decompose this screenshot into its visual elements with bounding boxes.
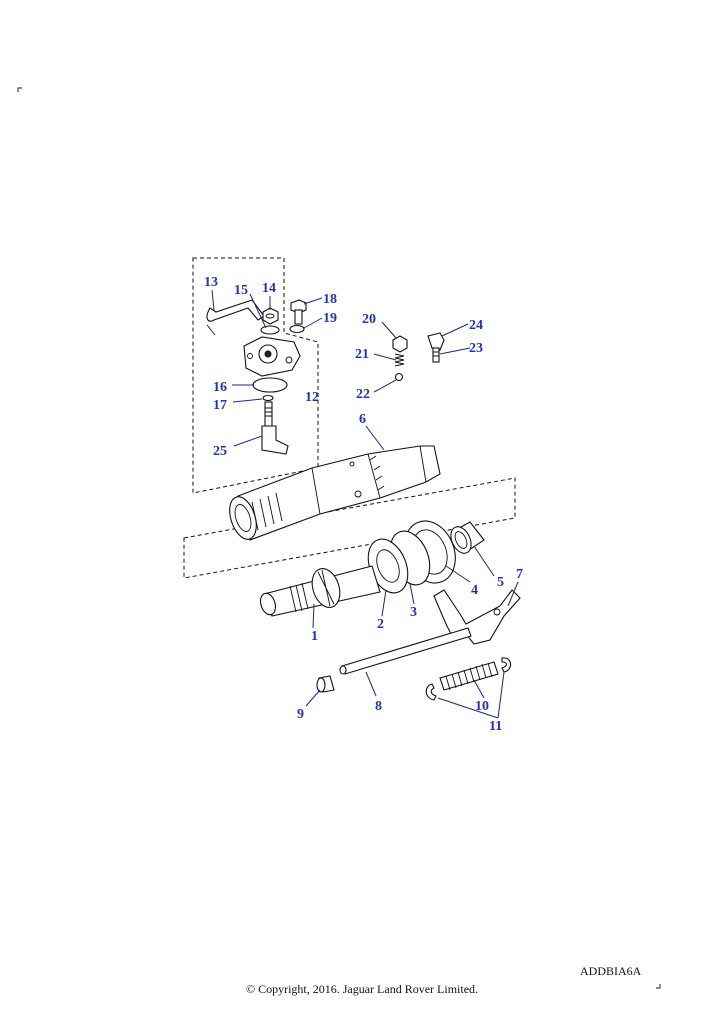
bush-part xyxy=(316,675,335,693)
callout-23: 23 xyxy=(469,341,483,356)
corner-mark-top-left xyxy=(17,87,22,92)
plug-part xyxy=(392,335,408,353)
callout-18: 18 xyxy=(323,292,337,307)
callout-19: 19 xyxy=(323,311,337,326)
callout-10: 10 xyxy=(475,699,489,714)
selector-shaft-part xyxy=(261,401,289,455)
output-shaft-part xyxy=(259,565,381,617)
callout-21: 21 xyxy=(355,347,369,362)
callout-13: 13 xyxy=(204,275,218,290)
selector-rod-part xyxy=(206,299,265,336)
callout-8: 8 xyxy=(375,699,382,714)
circlip-right-part xyxy=(501,657,512,673)
needle-bearing-part xyxy=(450,521,485,554)
selector-housing-part xyxy=(243,336,301,377)
subassembly-boundary-lower xyxy=(183,477,516,579)
shaft-tube-part xyxy=(229,445,441,541)
callout-22: 22 xyxy=(356,387,370,402)
spring-part xyxy=(394,353,405,367)
copyright-notice: © Copyright, 2016. Jaguar Land Rover Lim… xyxy=(245,982,479,996)
callout-16: 16 xyxy=(213,380,227,395)
callout-25: 25 xyxy=(213,444,227,459)
callout-5: 5 xyxy=(497,575,504,590)
leader-lines xyxy=(211,289,519,719)
callout-6: 6 xyxy=(359,412,366,427)
callout-3: 3 xyxy=(410,605,417,620)
callout-14: 14 xyxy=(262,281,276,296)
o-ring-part xyxy=(252,377,288,393)
callout-11: 11 xyxy=(489,719,502,734)
selector-shaft-rod-part xyxy=(339,627,472,675)
corner-mark-bottom-right xyxy=(656,984,661,989)
drawing-code: ADDBIA6A xyxy=(580,964,642,978)
callout-2: 2 xyxy=(377,617,384,632)
bolt-part xyxy=(290,299,307,325)
washer-part xyxy=(260,325,280,335)
callout-24: 24 xyxy=(469,318,483,333)
pin-part xyxy=(427,332,445,363)
detent-ball-part xyxy=(394,372,404,382)
callout-20: 20 xyxy=(362,312,376,327)
nut-part xyxy=(262,307,279,325)
circlip-left-part xyxy=(425,683,437,701)
subassembly-boundary-upper xyxy=(192,257,319,494)
seal-part xyxy=(262,394,274,402)
lock-washer-part xyxy=(289,324,305,334)
callout-15: 15 xyxy=(234,283,248,298)
fork-spring-part xyxy=(439,661,499,691)
callout-12: 12 xyxy=(305,390,319,405)
callout-4: 4 xyxy=(471,583,478,598)
callout-1: 1 xyxy=(311,629,318,644)
callout-7: 7 xyxy=(516,567,523,582)
callout-9: 9 xyxy=(297,707,304,722)
callout-17: 17 xyxy=(213,398,227,413)
